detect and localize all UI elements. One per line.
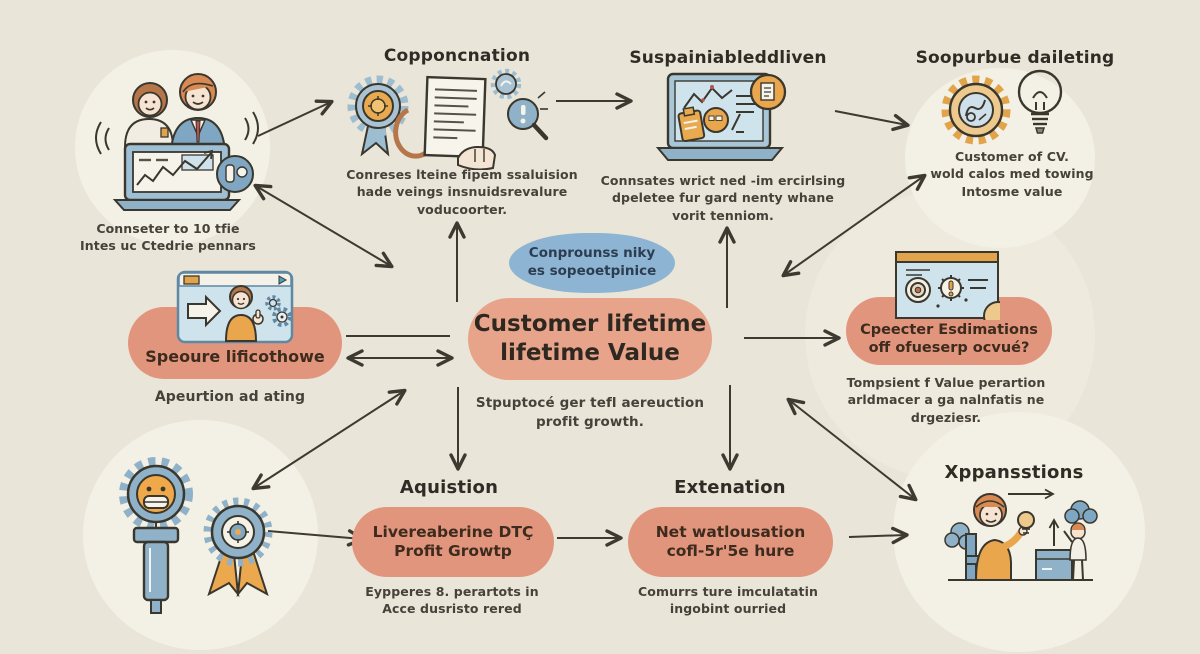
center-caption: Stpuptocé ger tefl aereuction profit gro… [475,395,705,430]
certificate-badge-icon [347,68,549,170]
arrow-people-to-badge [257,99,334,137]
aquistion-pill: Livereaberine DTÇ Profit Growtp [352,507,554,577]
analytics-laptop-icon [655,72,787,161]
browser-analytics-icon [895,251,1000,320]
top-right-title: Soopurbue daileting [915,48,1115,68]
expansion-title: Xppansstions [944,462,1084,483]
left-caption: Apeurtion ad ating [154,389,306,405]
top-mid-left-caption: Conreses lteine fipem ssaluision hade ve… [346,167,578,217]
extenation-title: Extenation [674,477,786,498]
top-mid-left-title: Copponcnation [383,46,531,66]
top-right-caption: Customer of CV. wold calos med towing In… [930,149,1094,199]
growth-scene-icon [944,488,1098,581]
arrow-laptop-to-gearbulb [834,110,910,132]
aquistion-caption: Eypperes 8. perartots in Acce dusristo r… [365,584,539,617]
right-caption: Tompsient f Value perartion arldmacer a … [846,375,1046,425]
top-mid-right-title: Suspainiableddliven [629,48,827,68]
top-mid-right-caption: Connsates wrict ned -im ercirlsing dpele… [600,173,846,223]
gear-lightbulb-icon [941,69,1063,145]
center-bubble: Conprounss niky es sopeoetpinice [509,233,675,293]
center-node: Customer lifetime lifetime Value [468,298,712,380]
video-card-icon [176,270,294,344]
people-laptop-icon [95,73,259,211]
gear-tools-badge-icon [119,457,273,614]
top-left-caption: Connseter to 10 tfie Intes uc Ctedrie pe… [80,221,256,254]
aquistion-title: Aquistion [399,477,499,498]
extenation-caption: Comurrs ture imculatatin ingobint ourrie… [638,584,818,617]
extenation-pill: Net watlousation cofl-5r'5e hure [628,507,833,577]
